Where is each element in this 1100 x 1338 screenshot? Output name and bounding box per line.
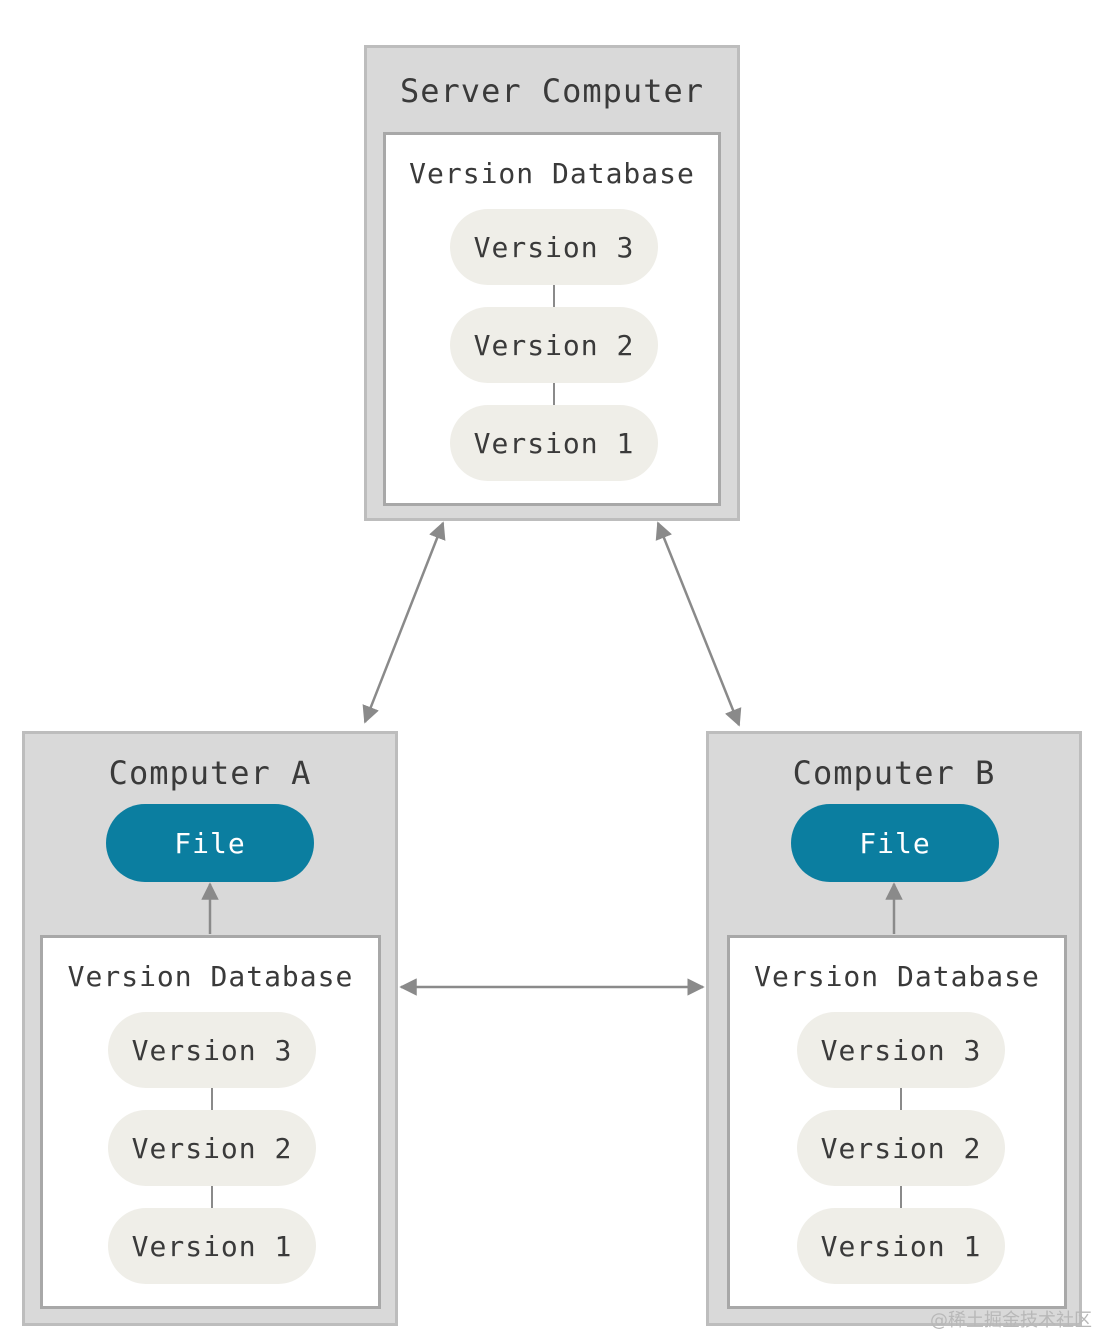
- server-computer-title: Server Computer: [400, 72, 704, 110]
- computer-b-title: Computer B: [792, 754, 996, 792]
- computer-a-file: File: [106, 804, 314, 882]
- server-db-title: Version Database: [409, 157, 695, 190]
- watermark: @稀土掘金技术社区: [930, 1310, 1092, 1331]
- computer-a-title: Computer A: [108, 754, 312, 792]
- computer-b-version-3: Version 3: [797, 1012, 1005, 1088]
- server-version-database: Version Database Version 3 Version 2 Ver…: [383, 132, 721, 506]
- server-version-2: Version 2: [450, 307, 658, 383]
- computer-b-version-database: Version Database Version 3 Version 2 Ver…: [727, 935, 1067, 1309]
- computer-b-version-1: Version 1: [797, 1208, 1005, 1284]
- computer-b-file: File: [791, 804, 999, 882]
- arrow-server-computer-a: [362, 521, 446, 724]
- server-version-3: Version 3: [450, 209, 658, 285]
- arrow-server-computer-b: [655, 521, 742, 727]
- server-version-1: Version 1: [450, 405, 658, 481]
- server-version-link-2-1: [553, 381, 555, 405]
- server-version-link-3-2: [553, 283, 555, 307]
- server-computer-box: Server Computer Version Database Version…: [364, 45, 740, 521]
- computer-b-box: Computer B File Version Database Version…: [706, 731, 1082, 1326]
- computer-b-version-link-3-2: [900, 1088, 902, 1110]
- computer-a-version-2: Version 2: [108, 1110, 316, 1186]
- computer-a-version-link-3-2: [211, 1088, 213, 1110]
- computer-a-version-1: Version 1: [108, 1208, 316, 1284]
- computer-b-version-link-2-1: [900, 1186, 902, 1208]
- computer-a-version-database: Version Database Version 3 Version 2 Ver…: [40, 935, 381, 1309]
- computer-b-version-2: Version 2: [797, 1110, 1005, 1186]
- computer-a-version-3: Version 3: [108, 1012, 316, 1088]
- computer-b-db-title: Version Database: [754, 960, 1040, 993]
- computer-a-db-title: Version Database: [67, 960, 354, 993]
- computer-a-version-link-2-1: [211, 1186, 213, 1208]
- computer-a-box: Computer A File Version Database Version…: [22, 731, 398, 1326]
